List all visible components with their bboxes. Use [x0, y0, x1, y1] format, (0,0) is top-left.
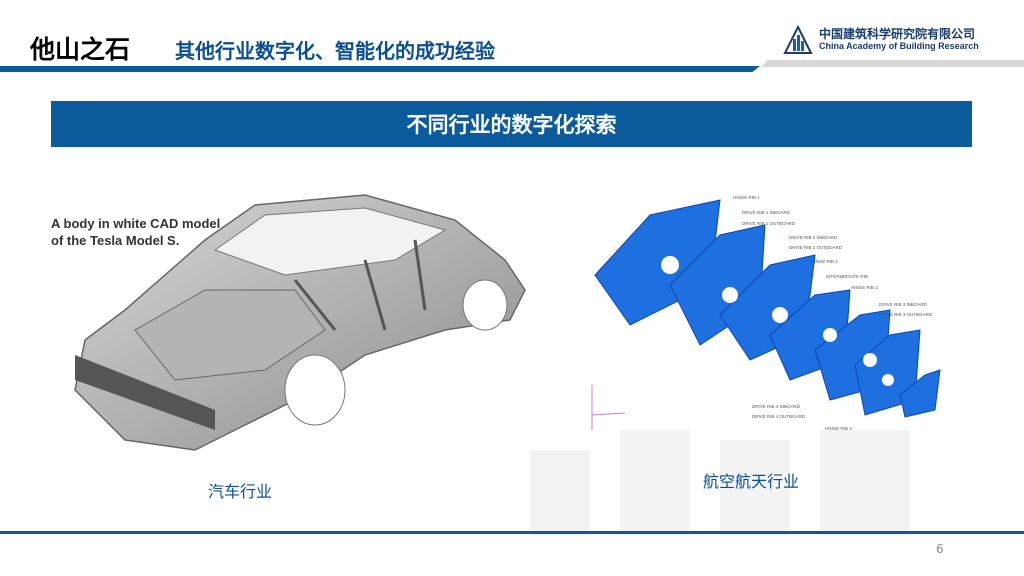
- rib-label: INTERMEDIATE RIB: [826, 274, 868, 279]
- slide-title: 他山之石: [30, 35, 131, 64]
- header-divider-gray: [762, 60, 1024, 67]
- rib-label: DRIVE RIB 4 OUTBOARD: [752, 414, 806, 419]
- rib-label: DRIVE RIB 3 OUTBOARD: [879, 312, 933, 317]
- logo-name-cn: 中国建筑科学研究院有限公司: [819, 27, 976, 42]
- rib-label: DRIVE RIB 1 OUTBOARD: [742, 221, 796, 226]
- car-body-cad-image: [74, 194, 526, 451]
- rib-label: DRIVE RIB 2 OUTBOARD: [789, 245, 843, 250]
- caption-line: of the Tesla Model S.: [51, 233, 180, 248]
- rib-label: HINGE RIB 3: [851, 285, 878, 290]
- rib-label: HINGE RIB 1: [733, 195, 760, 200]
- rib-label: HINGE RIB 2: [811, 259, 838, 264]
- rib-label: DRIVE RIB 1 INBOARD: [742, 210, 791, 215]
- aerospace-label: 航空航天行业: [703, 472, 800, 491]
- car-image-caption: A body in white CAD model of the Tesla Mo…: [51, 215, 251, 249]
- logo-name-en: China Academy of Building Research: [819, 40, 979, 51]
- caption-line: A body in white CAD model: [51, 216, 221, 231]
- slide-subtitle: 其他行业数字化、智能化的成功经验: [175, 39, 495, 63]
- footer-divider: [0, 531, 1024, 534]
- rib-label: DRIVE RIB 3 INBOARD: [879, 302, 928, 307]
- aircraft-ribs-cad-image: [591, 199, 941, 430]
- logo-emblem-icon: [783, 25, 813, 54]
- rib-label: HINGE RIB 4: [825, 426, 852, 431]
- page-number: 6: [936, 542, 944, 556]
- automotive-label: 汽车行业: [208, 482, 273, 501]
- watermark: [530, 430, 910, 535]
- header-divider: [0, 66, 760, 72]
- rib-label: DRIVE RIB 2 INBOARD: [789, 235, 838, 240]
- section-banner: 不同行业的数字化探索: [51, 101, 972, 147]
- rib-label: DRIVE RIB 4 INBOARD: [752, 404, 801, 409]
